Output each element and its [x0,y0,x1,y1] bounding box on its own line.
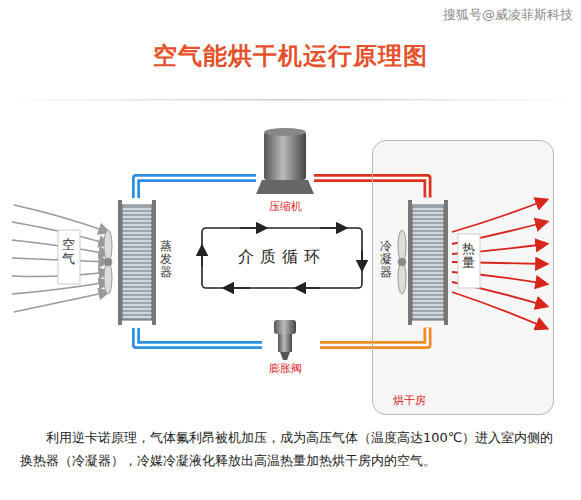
evaporator-node: 蒸发器 [118,198,174,328]
cycle-box: 介质循环 [202,228,362,288]
label-box [58,230,80,284]
cycle-loop [202,228,362,288]
title: 空气能烘干机运行原理图 [0,40,581,72]
refrigerant-pipe [314,178,428,198]
node-label: 介质循环 [202,247,362,268]
label: 热量 [462,242,475,271]
node-label: 压缩机 [256,199,314,214]
evaporator-fins [122,205,152,320]
caption: 利用逆卡诺原理，气体氟利昂被机加压，成为高压气体（温度高达100℃）进入室内侧的… [20,426,563,473]
label-box [458,234,480,288]
evaporator-frame [118,200,122,325]
condenser-frame [408,200,412,325]
cycle-arrows [202,228,362,288]
drying-room: 烘干房 冷凝器 [372,140,554,415]
expansion-valve [274,320,296,360]
node-label: 蒸发器 [160,240,172,280]
condenser-frame [444,200,448,325]
fan [398,230,406,294]
valve-node: 膨胀阀 [262,318,320,376]
refrigerant-pipe [136,178,256,198]
refrigerant-pipe [320,328,428,346]
refrigerant-pipe [136,328,262,345]
air-arrows [12,205,108,312]
watermark: 搜狐号@威凌菲斯科技 [443,6,573,24]
compressor-node: 压缩机 [256,128,314,214]
separator [0,99,581,101]
evaporator-frame [152,200,156,325]
label: 空气 [62,238,75,267]
condenser-fins [412,205,444,320]
heat-arrows [452,200,546,328]
node-label: 烘干房 [393,393,426,408]
fan [104,230,112,294]
compressor [256,128,314,194]
node-label: 冷凝器 [380,240,392,280]
condenser-node: 冷凝器 [378,198,448,328]
node-label: 膨胀阀 [252,361,318,376]
